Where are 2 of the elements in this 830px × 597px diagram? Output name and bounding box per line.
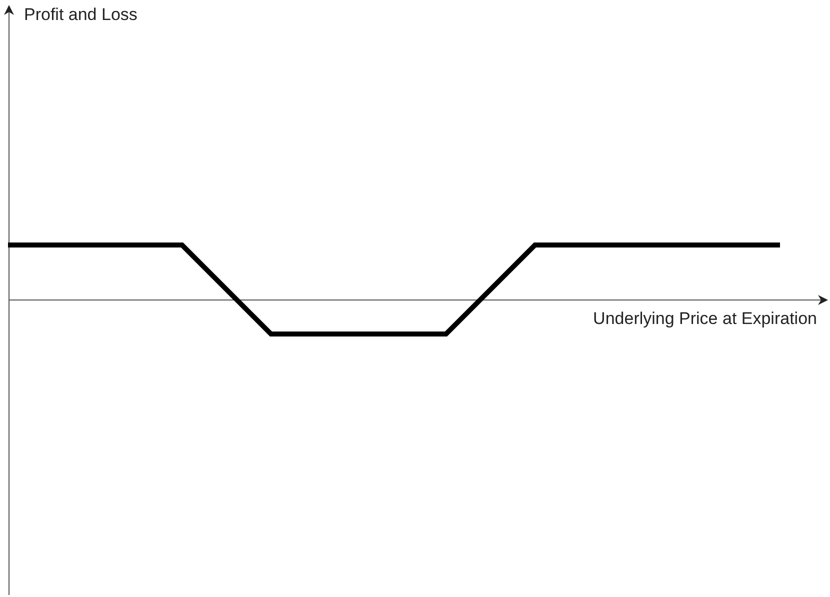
- axis-title: Underlying Price at Expiration: [593, 309, 817, 329]
- axis-title: Profit and Loss: [24, 5, 138, 25]
